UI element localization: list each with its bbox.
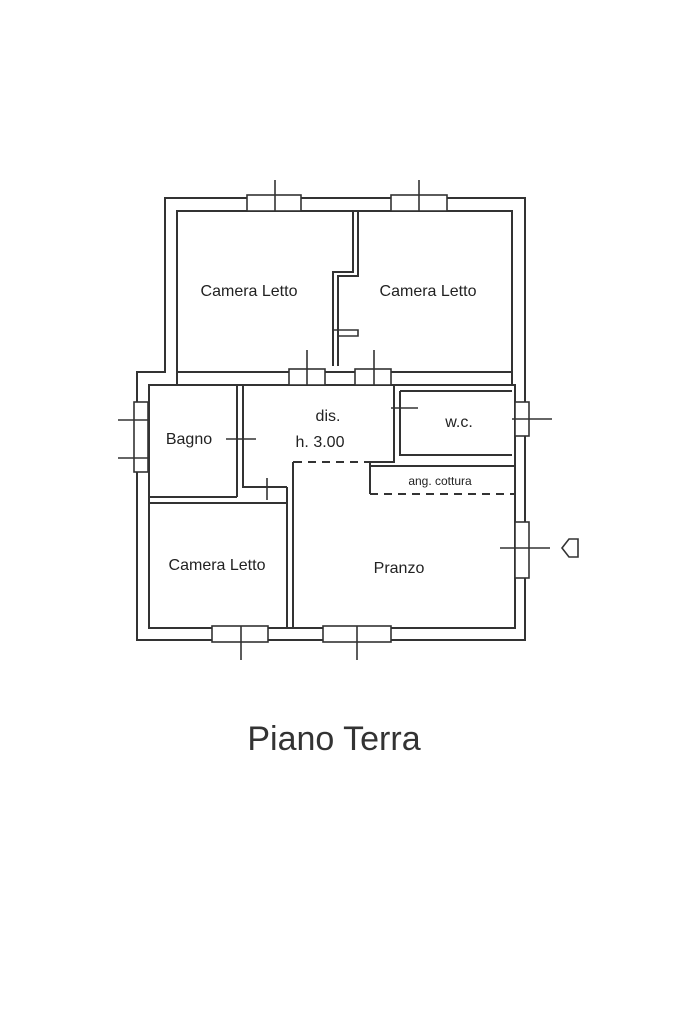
room-label-dis-height: h. 3.00 [296, 434, 345, 451]
room-label-bagno: Bagno [166, 431, 212, 448]
inner-walls [149, 211, 515, 628]
room-label-wc: w.c. [444, 414, 473, 431]
opening-ticks [118, 180, 552, 660]
room-label-ang-cottura: ang. cottura [408, 474, 472, 488]
room-label-dis: dis. [316, 408, 341, 425]
entrance-marker-icon [560, 538, 579, 558]
plan-title: Piano Terra [247, 720, 420, 758]
room-label-camera-letto-2: Camera Letto [380, 283, 477, 300]
room-label-camera-letto-1: Camera Letto [201, 283, 298, 300]
room-label-camera-letto-3: Camera Letto [169, 557, 266, 574]
room-label-pranzo: Pranzo [374, 560, 425, 577]
